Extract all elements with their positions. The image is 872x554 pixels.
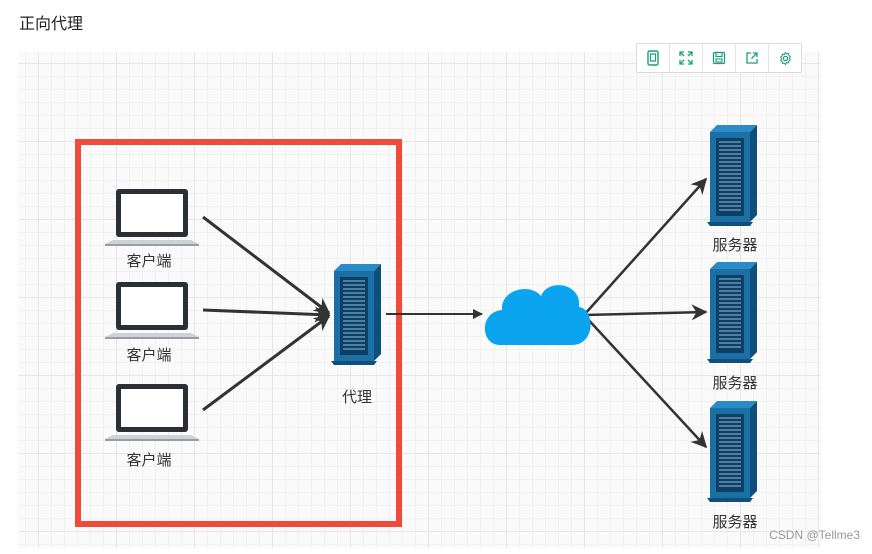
page-icon	[647, 50, 659, 66]
connector-client-1-proxy	[202, 215, 331, 315]
connector-client-3-proxy	[202, 314, 331, 412]
settings-icon	[779, 51, 791, 65]
save-button[interactable]	[703, 44, 736, 72]
export-button[interactable]	[736, 44, 769, 72]
server-icon	[706, 400, 758, 503]
laptop-icon	[105, 189, 199, 246]
server-icon	[706, 261, 758, 364]
settings-button[interactable]	[769, 44, 801, 72]
server-icon	[706, 124, 758, 227]
client-label: 客户端	[126, 346, 172, 364]
watermark: CSDN @Tellme3	[769, 528, 860, 542]
server-label: 服务器	[712, 374, 758, 392]
connector-cloud-server-1	[583, 177, 708, 316]
connector-cloud-server-3	[583, 314, 708, 449]
connector-cloud-server-2	[583, 304, 708, 321]
fit-screen-button[interactable]	[670, 44, 703, 72]
page-view-button[interactable]	[637, 44, 670, 72]
laptop-icon	[105, 384, 199, 441]
export-icon	[746, 52, 758, 64]
fit-icon	[679, 51, 693, 65]
proxy-label: 代理	[341, 388, 373, 406]
laptop-icon	[105, 282, 199, 339]
client-label: 客户端	[126, 451, 172, 469]
save-icon	[712, 51, 726, 65]
proxy-server-icon	[330, 263, 382, 366]
connector-client-2-proxy	[202, 306, 331, 323]
server-label: 服务器	[712, 236, 758, 254]
server-label: 服务器	[712, 513, 758, 531]
proxy-group-highlight	[75, 139, 402, 527]
page-title: 正向代理	[19, 14, 84, 33]
client-label: 客户端	[126, 252, 172, 270]
diagram-toolbar	[636, 43, 802, 73]
cloud-icon	[484, 285, 591, 345]
